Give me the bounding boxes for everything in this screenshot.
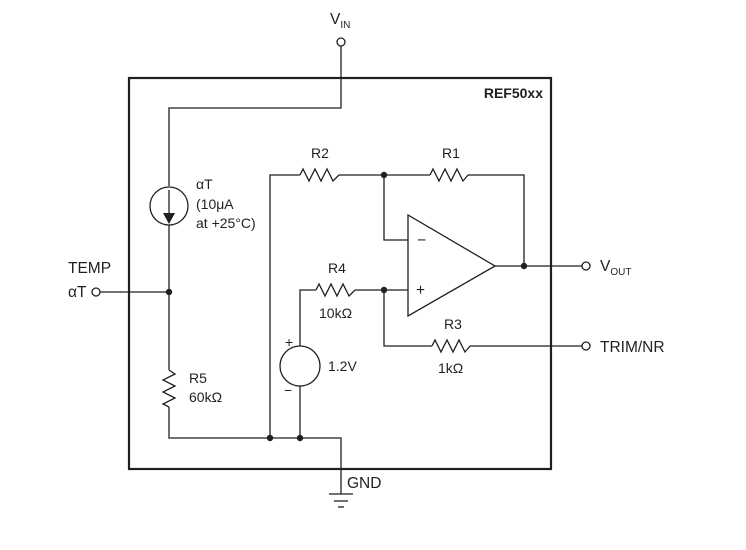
vout-pin	[581, 261, 591, 271]
current-source-label: αT	[196, 176, 213, 192]
r3-name: R3	[444, 316, 462, 332]
resistor-r5	[161, 369, 177, 408]
resistor-r4	[315, 282, 356, 298]
opamp-plus: +	[416, 282, 425, 299]
opamp-minus: −	[417, 232, 426, 249]
r3-value: 1kΩ	[438, 360, 463, 376]
trim-label: TRIM/NR	[600, 339, 665, 356]
r5-value: 60kΩ	[189, 389, 222, 405]
chip-outline	[127, 76, 553, 471]
reference-wire	[299, 289, 316, 346]
r4-name: R4	[328, 260, 346, 276]
temp-pin-symbol: αT	[68, 284, 87, 301]
reference-minus: −	[284, 382, 292, 398]
resistor-r2	[299, 167, 340, 183]
reference-plus: +	[285, 334, 293, 350]
vin-label: VIN	[330, 11, 350, 31]
temp-pin	[91, 287, 101, 297]
reference-ground-junction	[296, 434, 304, 442]
r4-value: 10kΩ	[319, 305, 352, 321]
r1-name: R1	[442, 145, 460, 161]
vin-wire	[168, 46, 342, 186]
reference-value: 1.2V	[328, 358, 357, 374]
resistor-r3	[431, 338, 471, 354]
opamp	[407, 213, 497, 318]
chip-name: REF50xx	[484, 85, 543, 101]
resistor-r1	[429, 167, 469, 183]
current-source-temperature: at +25°C)	[196, 215, 256, 231]
gnd-label: GND	[347, 475, 381, 492]
temp-junction	[165, 288, 173, 296]
r5-name: R5	[189, 370, 207, 386]
r2-ground-wire	[269, 174, 300, 438]
r2-name: R2	[311, 145, 329, 161]
vout-label: VOUT	[600, 258, 631, 278]
ground-wire	[168, 407, 342, 494]
inverting-input-wire	[383, 175, 408, 241]
current-source-value: (10μA	[196, 196, 234, 212]
r2-ground-junction	[266, 434, 274, 442]
trim-pin	[581, 341, 591, 351]
trim-wire	[383, 290, 432, 347]
voltage-reference-source	[279, 345, 321, 387]
temp-pin-label: TEMP	[68, 260, 111, 277]
output-junction	[520, 262, 528, 270]
ground-symbol	[329, 493, 353, 508]
current-source	[149, 186, 189, 226]
vin-pin	[336, 37, 346, 47]
r1-output-wire	[468, 174, 525, 266]
